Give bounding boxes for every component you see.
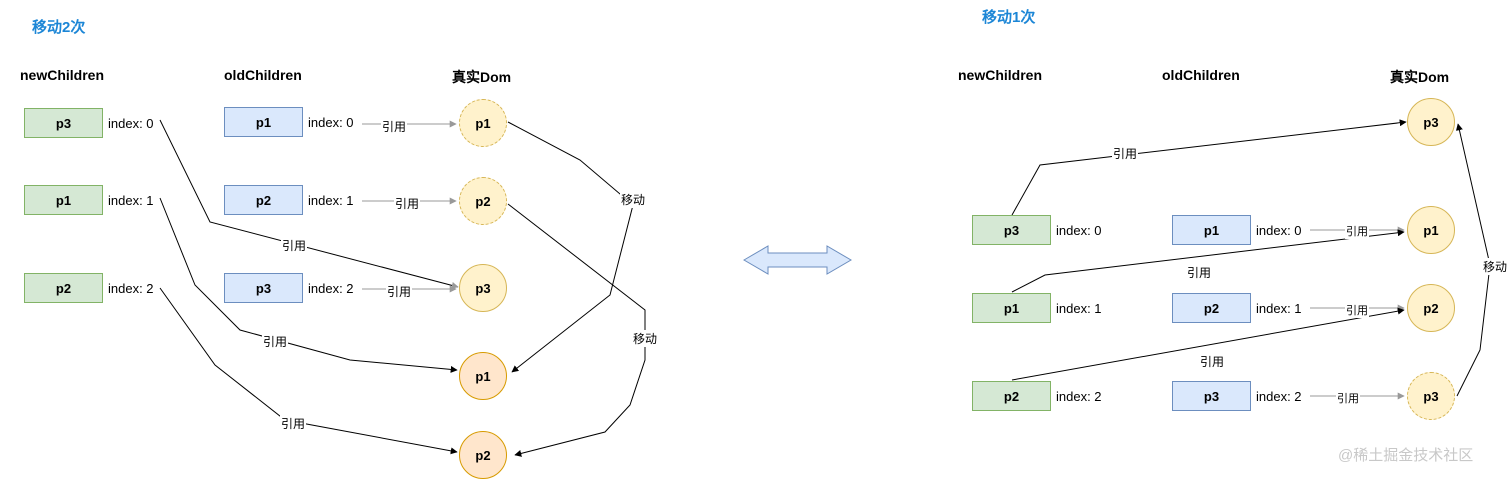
right-new-child-node: p1 (972, 293, 1051, 323)
left-dom-node-moved: p2 (459, 431, 507, 479)
left-old-child-index: index: 0 (308, 115, 354, 130)
left-old-child-index: index: 2 (308, 281, 354, 296)
right-ref-label: 引用 (1186, 264, 1213, 281)
right-dom-node: p2 (1407, 284, 1455, 332)
left-header-old-children: oldChildren (224, 67, 302, 83)
left-old-child-node: p3 (224, 273, 303, 303)
left-new-child-node: p1 (24, 185, 103, 215)
right-dom-node-removed: p3 (1407, 372, 1455, 420)
left-new-child-node: p2 (24, 273, 103, 303)
right-ref-new-1 (1011, 229, 1405, 293)
right-new-child-index: index: 1 (1056, 301, 1102, 316)
left-ref-new-0 (159, 119, 459, 289)
left-old-child-node: p1 (224, 107, 303, 137)
left-header-new-children: newChildren (20, 67, 105, 83)
left-ref-label: 引用 (281, 237, 308, 254)
left-new-child-index: index: 1 (108, 193, 154, 208)
left-old-child-node: p2 (224, 185, 303, 215)
right-ref-label: 引用 (1336, 390, 1360, 406)
left-ref-label: 引用 (386, 283, 413, 300)
left-move-label: 移动 (632, 330, 659, 347)
left-dom-node: p3 (459, 264, 507, 312)
right-title: 移动1次 (982, 9, 1036, 26)
left-new-child-index: index: 2 (108, 281, 154, 296)
left-old-child-index: index: 1 (308, 193, 354, 208)
right-old-child-node: p2 (1172, 293, 1251, 323)
left-ref-new-1 (159, 197, 458, 373)
left-ref-new-2 (159, 287, 458, 455)
right-header-old-children: oldChildren (1162, 67, 1240, 83)
right-new-child-node: p3 (972, 215, 1051, 245)
right-new-child-index: index: 2 (1056, 389, 1102, 404)
right-header-real-dom: 真实Dom (1390, 69, 1450, 85)
left-header-real-dom: 真实Dom (452, 69, 512, 85)
right-old-child-index: index: 1 (1256, 301, 1302, 316)
right-new-child-node: p2 (972, 381, 1051, 411)
left-dom-node-removed: p1 (459, 99, 507, 147)
left-move-2 (507, 203, 646, 457)
left-ref-label: 引用 (381, 118, 408, 135)
left-dom-node-removed: p2 (459, 177, 507, 225)
watermark: @稀土掘金技术社区 (1338, 447, 1474, 464)
right-old-child-node: p3 (1172, 381, 1251, 411)
right-move-label: 移动 (1482, 258, 1509, 275)
right-old-child-index: index: 0 (1256, 223, 1302, 238)
left-move-1 (507, 121, 634, 373)
right-ref-label: 引用 (1199, 353, 1226, 370)
left-move-label: 移动 (620, 191, 647, 208)
right-move (1455, 123, 1491, 397)
right-dom-node: p1 (1407, 206, 1455, 254)
right-old-child-index: index: 2 (1256, 389, 1302, 404)
double-arrow-icon (743, 245, 852, 275)
left-ref-label: 引用 (394, 195, 421, 212)
right-ref-new-2 (1011, 307, 1405, 381)
right-ref-label: 引用 (1112, 145, 1139, 162)
left-new-child-index: index: 0 (108, 116, 154, 131)
right-dom-node-moved: p3 (1407, 98, 1455, 146)
right-header-new-children: newChildren (958, 67, 1043, 83)
left-dom-node-moved: p1 (459, 352, 507, 400)
left-ref-label: 引用 (280, 415, 307, 432)
right-old-child-node: p1 (1172, 215, 1251, 245)
right-ref-new-0 (1011, 119, 1407, 216)
right-ref-label: 引用 (1345, 302, 1369, 318)
left-title: 移动2次 (32, 19, 86, 36)
left-new-child-node: p3 (24, 108, 103, 138)
right-new-child-index: index: 0 (1056, 223, 1102, 238)
left-ref-label: 引用 (262, 333, 289, 350)
right-ref-label: 引用 (1345, 223, 1369, 239)
